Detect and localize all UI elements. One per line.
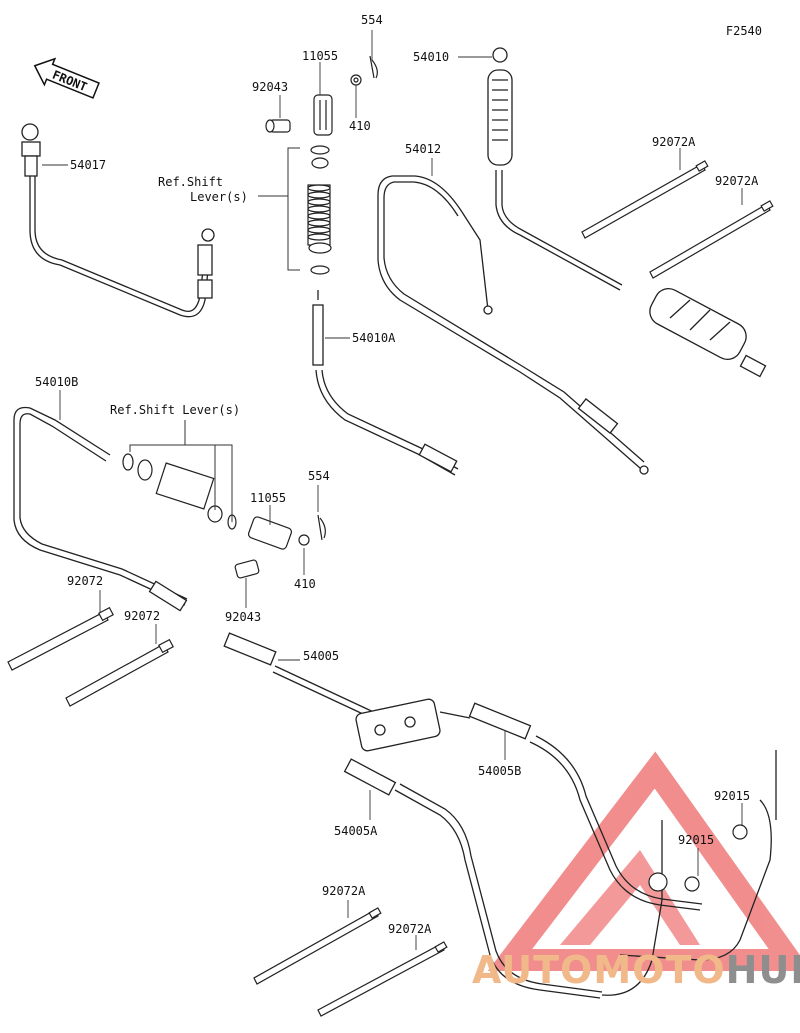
ref-bracket-top [258, 147, 300, 271]
cable-54012 [377, 175, 649, 475]
label-92072A-2: 92072A [715, 174, 759, 188]
cable-54005 [223, 632, 777, 999]
front-arrow-icon: FRONT [33, 57, 100, 99]
cable-tie-92072A-top [581, 160, 774, 279]
label-ref-shift-top-2: Lever(s) [190, 190, 248, 204]
watermark-part2: HUB [725, 948, 800, 992]
lever-assembly-mid [122, 453, 326, 579]
label-11055-mid: 11055 [250, 491, 286, 505]
cable-tie-92072A-bottom [253, 907, 448, 1017]
label-54012: 54012 [405, 142, 441, 156]
label-92072A-4: 92072A [388, 922, 432, 936]
cable-54017 [21, 123, 215, 318]
label-54010B: 54010B [35, 375, 78, 389]
label-54005: 54005 [303, 649, 339, 663]
label-54010: 54010 [413, 50, 449, 64]
leader-lines [42, 30, 743, 950]
lever-assembly-top [265, 55, 378, 275]
cable-tie-92072 [7, 606, 174, 707]
figure-code: F2540 [725, 24, 762, 38]
label-92043-top: 92043 [252, 80, 288, 94]
label-ref-shift-top-1: Ref.Shift [158, 175, 223, 189]
ref-bracket-mid [129, 420, 233, 522]
cable-54010A [312, 290, 459, 476]
cable-54010 [487, 47, 767, 378]
label-54005B: 54005B [478, 764, 521, 778]
label-ref-shift-mid: Ref.Shift Lever(s) [110, 403, 240, 417]
label-410-top: 410 [349, 119, 371, 133]
label-54010A: 54010A [352, 331, 396, 345]
label-92043-mid: 92043 [225, 610, 261, 624]
label-92072A-1: 92072A [652, 135, 696, 149]
label-54005A: 54005A [334, 824, 378, 838]
label-554-mid: 554 [308, 469, 330, 483]
label-92072-2: 92072 [124, 609, 160, 623]
label-92015-2: 92015 [678, 833, 714, 847]
watermark-part1: AUTOMOTO [472, 948, 726, 992]
label-11055-top: 11055 [302, 49, 338, 63]
label-54017: 54017 [70, 158, 106, 172]
cable-54010B [13, 406, 188, 612]
label-92072-1: 92072 [67, 574, 103, 588]
label-410-mid: 410 [294, 577, 316, 591]
label-554-top: 554 [361, 13, 383, 27]
label-92015-1: 92015 [714, 789, 750, 803]
nut-92015 [648, 824, 748, 892]
watermark-brand: AUTOMOTOHUB [472, 948, 800, 992]
label-92072A-3: 92072A [322, 884, 366, 898]
